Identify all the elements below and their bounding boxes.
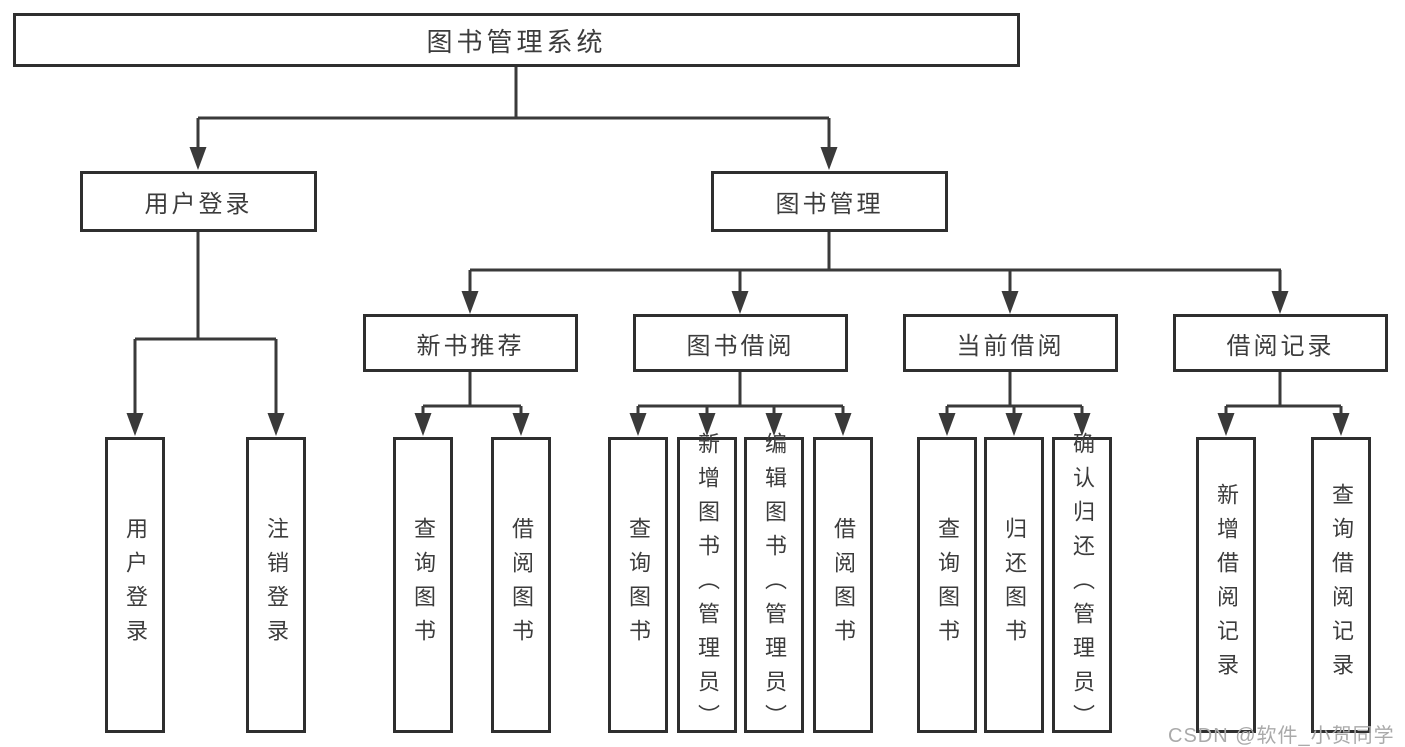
node-label: 新增借阅记录	[1214, 483, 1239, 687]
node-book-management: 图书管理	[711, 171, 948, 232]
node-label: 查询借阅记录	[1329, 483, 1354, 687]
leaf-query-books-current: 查询图书	[917, 437, 977, 733]
node-borrowing-records: 借阅记录	[1173, 314, 1388, 372]
node-label: 注销登录	[264, 517, 289, 653]
node-book-borrowing: 图书借阅	[633, 314, 848, 372]
leaf-user-login: 用户登录	[105, 437, 165, 733]
leaf-add-books-admin: 新增图书（管理员）	[677, 432, 737, 738]
node-label: 查询图书	[411, 517, 436, 653]
leaf-borrow-books-recommend: 借阅图书	[491, 437, 551, 733]
node-library-management-system: 图书管理系统	[13, 13, 1020, 67]
node-user-login: 用户登录	[80, 171, 317, 232]
arrow-head	[126, 147, 1350, 436]
node-label: 当前借阅	[956, 332, 1065, 360]
node-label: 用户登录	[144, 191, 253, 218]
node-label: 查询图书	[626, 517, 651, 653]
node-label: 借阅图书	[831, 517, 856, 653]
node-label: 新增图书（管理员）	[695, 432, 720, 738]
leaf-query-borrow-record: 查询借阅记录	[1311, 437, 1371, 733]
node-label: 借阅记录	[1226, 332, 1335, 360]
node-label: 图书管理系统	[426, 26, 607, 57]
leaf-query-books-borrowing: 查询图书	[608, 437, 668, 733]
node-label: 借阅图书	[509, 517, 534, 653]
node-label: 归还图书	[1002, 517, 1027, 653]
leaf-borrow-books-borrowing: 借阅图书	[813, 437, 873, 733]
node-new-book-recommendation: 新书推荐	[363, 314, 578, 372]
node-label: 新书推荐	[416, 332, 525, 360]
node-label: 编辑图书（管理员）	[762, 432, 787, 738]
node-label: 用户登录	[123, 517, 148, 653]
node-label: 查询图书	[935, 517, 960, 653]
node-label: 图书借阅	[686, 332, 795, 360]
leaf-logout: 注销登录	[246, 437, 306, 733]
node-current-borrowing: 当前借阅	[903, 314, 1118, 372]
watermark: CSDN @软件_小贺同学	[1168, 725, 1395, 747]
node-label: 确认归还（管理员）	[1070, 432, 1095, 738]
leaf-query-books-recommend: 查询图书	[393, 437, 453, 733]
arrow-shaft	[133, 118, 1343, 418]
leaf-return-books: 归还图书	[984, 437, 1044, 733]
leaf-add-borrow-record: 新增借阅记录	[1196, 437, 1256, 733]
node-label: 图书管理	[775, 191, 884, 218]
leaf-edit-books-admin: 编辑图书（管理员）	[744, 432, 804, 738]
leaf-confirm-return-admin: 确认归还（管理员）	[1052, 432, 1112, 738]
